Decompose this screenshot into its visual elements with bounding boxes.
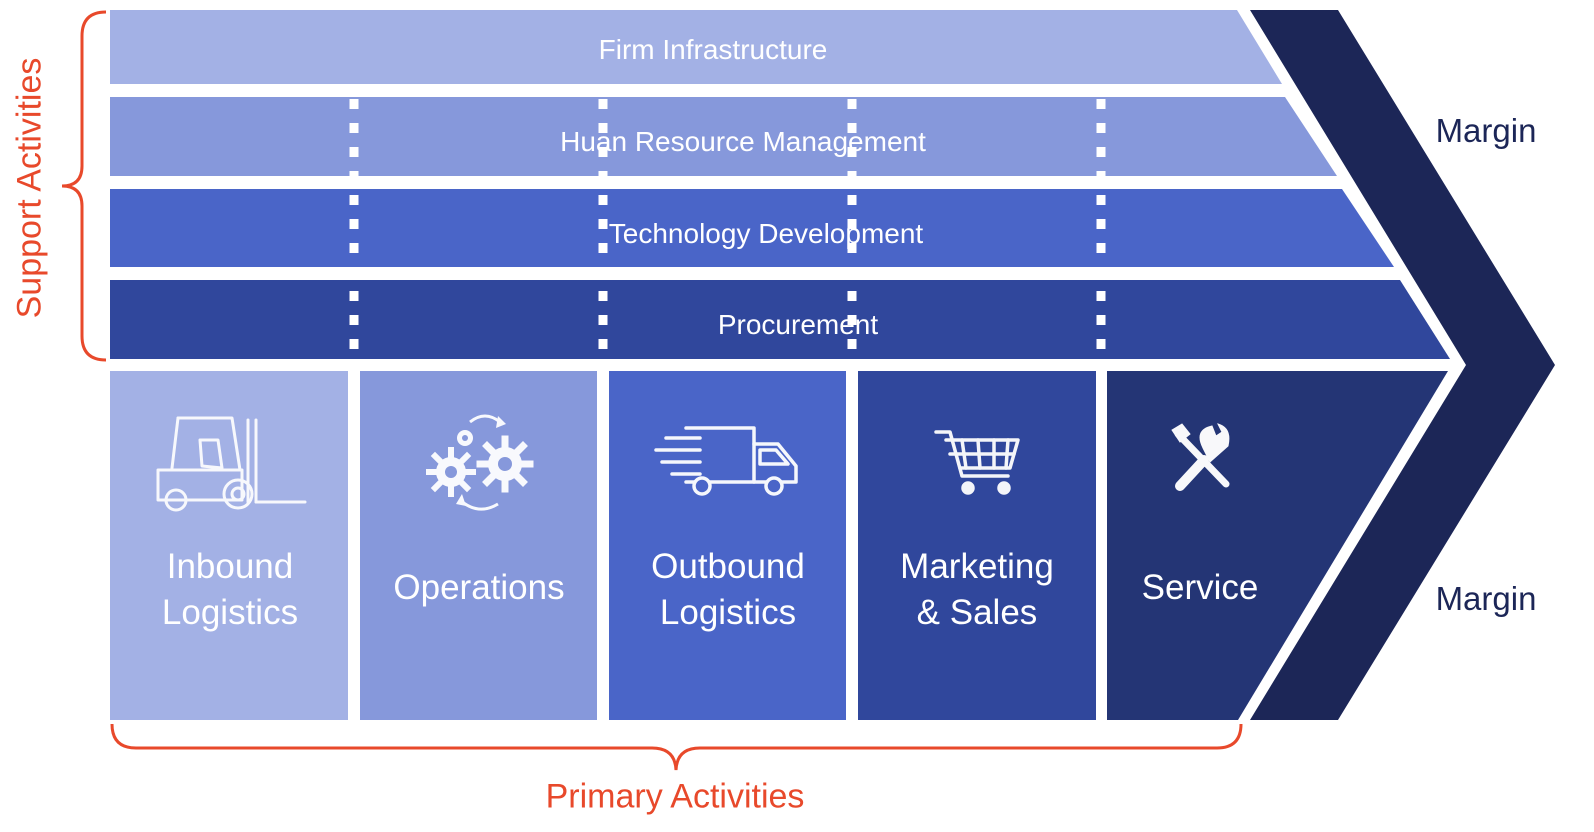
label-line: Inbound [166,547,294,586]
primary-label-outbound-logistics: Outbound Logistics [651,544,805,636]
gears-icon [426,414,534,511]
primary-activities-bracket [110,723,1243,771]
label-line: Logistics [659,593,797,632]
dotted-dividers [349,99,1106,350]
support-label-procurement: Procurement [717,309,879,340]
primary-block-service [1107,371,1448,720]
label-line: Service [1141,568,1259,607]
label-line: Outbound [651,547,805,586]
primary-block-operations [360,371,597,720]
support-band-technology-development [110,189,1394,267]
cart-icon [934,430,1020,495]
support-band-procurement [110,280,1450,359]
truck-icon [654,426,798,496]
tools-icon [1171,423,1230,491]
support-label-human-resource-management: Huan Resource Management [560,126,926,157]
label-line: Logistics [161,593,299,632]
support-label-technology-development: Technology Development [608,218,924,249]
margin-label-top: Margin [1435,112,1537,149]
label-line: Marketing [900,547,1054,586]
margin-label-bottom: Margin [1435,580,1537,617]
primary-activities-label: Primary Activities [545,777,805,816]
label-line: & Sales [916,593,1038,632]
forklift-icon [156,416,307,512]
primary-label-inbound-logistics: Inbound Logistics [162,544,298,636]
support-activities-label: Support Activities [10,57,49,319]
label-line: Operations [393,568,565,607]
primary-block-marketing-sales [858,371,1096,720]
primary-label-service: Service [1142,565,1259,611]
primary-label-marketing-sales: Marketing & Sales [900,544,1054,636]
support-label-firm-infrastructure: Firm Infrastructure [598,34,828,65]
support-activities-bracket [61,10,107,362]
margin-chevron [1250,10,1555,720]
primary-block-inbound-logistics [110,371,348,720]
support-band-firm-infrastructure [110,10,1282,84]
primary-label-operations: Operations [393,565,564,611]
support-band-human-resource-management [110,97,1337,176]
